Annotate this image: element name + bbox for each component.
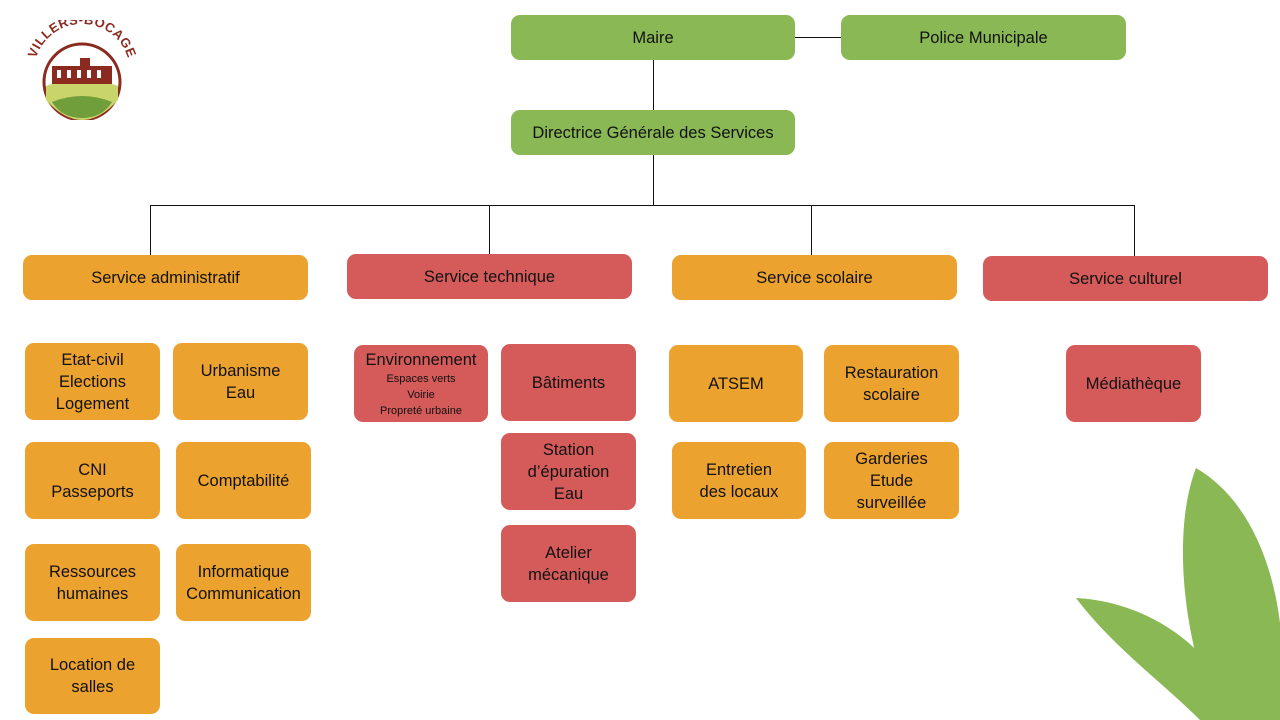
unit-environnement-detail-2: Voirie <box>407 388 435 401</box>
unit-location-salles: Location de salles <box>25 638 160 714</box>
unit-etat-civil-line-3: Logement <box>55 394 130 413</box>
unit-location-line-2: salles <box>71 678 114 696</box>
unit-ressources-humaines: Ressources humaines <box>25 544 160 621</box>
unit-cni-line-1: CNI <box>78 460 107 479</box>
unit-cni: CNI Passeports <box>25 442 160 519</box>
unit-urbanisme-line-2: Eau <box>225 383 256 402</box>
unit-atelier-line-1: Atelier <box>545 543 592 562</box>
unit-station-line-3: Eau <box>553 484 584 503</box>
maire-label: Maire <box>632 28 674 47</box>
dgs-box: Directrice Générale des Services <box>511 110 795 155</box>
unit-restauration-scolaire: Restauration scolaire <box>824 345 959 422</box>
unit-etat-civil-line-2: Elections <box>59 372 126 391</box>
unit-restauration-line-2: scolaire <box>863 385 920 404</box>
unit-garderies-line-3: surveillée <box>856 493 927 512</box>
unit-atsem: ATSEM <box>669 345 803 422</box>
unit-informatique-line-2: Communication <box>186 584 301 603</box>
service-administratif-title: Service administratif <box>91 268 240 287</box>
unit-rh-line-1: Ressources <box>48 562 137 581</box>
villers-bocage-logo: VILLERS-BOCAGE <box>22 12 140 122</box>
police-municipale-label: Police Municipale <box>919 28 1048 47</box>
unit-entretien-line-1: Entretien <box>705 460 773 479</box>
unit-urbanisme: Urbanisme Eau <box>173 343 308 420</box>
service-scolaire-header: Service scolaire <box>672 255 957 300</box>
connector-maire-dgs <box>653 60 654 110</box>
police-municipale-box: Police Municipale <box>841 15 1126 60</box>
service-culturel-header: Service culturel <box>983 256 1268 301</box>
unit-entretien-locaux: Entretien des locaux <box>672 442 806 519</box>
unit-informatique: Informatique Communication <box>176 544 311 621</box>
connector-maire-police <box>795 37 841 38</box>
service-technique-header: Service technique <box>347 254 632 299</box>
unit-garderies-line-2: Etude <box>869 471 914 490</box>
unit-atelier-line-2: mécanique <box>528 565 609 584</box>
unit-atsem-line-1: ATSEM <box>708 374 764 393</box>
unit-comptabilite-line-1: Comptabilité <box>197 471 290 490</box>
unit-rh-line-2: humaines <box>56 584 129 603</box>
unit-environnement-title: Environnement <box>365 350 477 369</box>
connector-technique <box>489 205 490 254</box>
unit-restauration-line-1: Restauration <box>844 363 939 382</box>
unit-environnement: Environnement Espaces verts Voirie Propr… <box>354 345 488 422</box>
unit-batiments: Bâtiments <box>501 344 636 421</box>
service-culturel-title: Service culturel <box>1069 269 1182 288</box>
connector-administratif <box>150 205 151 255</box>
maire-box: Maire <box>511 15 795 60</box>
unit-environnement-detail-3: Propreté urbaine <box>380 404 462 417</box>
unit-station-epuration: Station d’épuration Eau <box>501 433 636 510</box>
connector-services-horizontal <box>150 205 1135 206</box>
unit-entretien-line-2: des locaux <box>699 482 779 501</box>
connector-dgs-services <box>653 155 654 206</box>
unit-station-line-1: Station <box>542 440 595 459</box>
unit-mediatheque-line-1: Médiathèque <box>1085 374 1182 393</box>
connector-scolaire <box>811 205 812 255</box>
unit-mediatheque: Médiathèque <box>1066 345 1201 422</box>
unit-etat-civil: Etat-civil Elections Logement <box>25 343 160 420</box>
unit-urbanisme-line-1: Urbanisme <box>200 361 281 380</box>
dgs-label: Directrice Générale des Services <box>532 123 774 142</box>
service-scolaire-title: Service scolaire <box>756 268 873 287</box>
unit-comptabilite: Comptabilité <box>176 442 311 519</box>
unit-cni-line-2: Passeports <box>51 482 134 501</box>
unit-garderies-line-1: Garderies <box>855 449 928 468</box>
service-administratif-header: Service administratif <box>23 255 308 300</box>
unit-etat-civil-line-1: Etat-civil <box>61 350 124 369</box>
service-technique-title: Service technique <box>423 267 556 286</box>
unit-location-line-1: Location de <box>49 656 136 674</box>
unit-batiments-line-1: Bâtiments <box>531 373 606 392</box>
leaf-decoration <box>1060 460 1280 720</box>
unit-garderies: Garderies Etude surveillée <box>824 442 959 519</box>
unit-environnement-detail-1: Espaces verts <box>386 372 456 385</box>
unit-station-line-2: d’épuration <box>527 462 610 481</box>
unit-atelier-mecanique: Atelier mécanique <box>501 525 636 602</box>
connector-culturel <box>1134 205 1135 256</box>
unit-informatique-line-1: Informatique <box>197 562 290 581</box>
